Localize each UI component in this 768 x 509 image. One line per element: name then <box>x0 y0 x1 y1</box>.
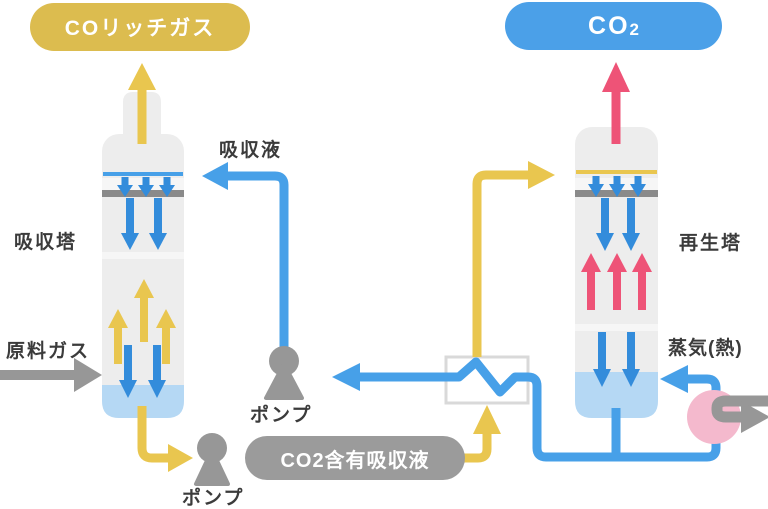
regenerator-band-mid <box>575 324 658 331</box>
regenerator-vapor-up-arrows <box>581 253 652 310</box>
absorber-liquid-down-arrows <box>117 177 175 398</box>
feed-gas-arrow <box>0 358 102 392</box>
co-rich-gas-pill: COリッチガス <box>30 3 250 51</box>
absorber-packing-bar <box>102 190 184 197</box>
exchanger-to-pump-arrow <box>332 363 446 391</box>
regenerator-distributor-line <box>576 170 657 174</box>
feed-gas-label: 原料ガス <box>6 341 91 362</box>
absorber-band-mid <box>102 252 184 259</box>
absorber-body <box>102 134 184 418</box>
rich-absorbent-to-exchanger-arrow <box>462 405 501 463</box>
regenerator-liquid-pool <box>575 372 658 418</box>
absorber-distributor-line <box>103 172 183 176</box>
pump-label-absorber: ポンプ <box>182 488 245 509</box>
co2-subscript: 2 <box>629 20 639 39</box>
regenerator-liquid-down-arrows <box>588 176 646 387</box>
absorbent-return-pipe <box>202 162 289 350</box>
pump-icon <box>264 346 304 400</box>
absorbent-label: 吸収液 <box>219 140 283 161</box>
regenerator-tower-label: 再生塔 <box>679 233 743 254</box>
co2-outlet-arrow <box>602 62 630 144</box>
steam-heat-label: 蒸気(熱) <box>668 338 743 359</box>
exchanger-to-regenerator-pipe <box>472 161 555 357</box>
pump-label-regen: ポンプ <box>250 405 313 426</box>
co2-rich-absorbent-label: CO2含有吸収液 <box>280 449 430 472</box>
co-rich-gas-outlet-arrow <box>128 63 156 144</box>
co-rich-gas-label: COリッチガス <box>64 17 216 40</box>
rich-absorbent-outlet-pipe <box>137 406 193 472</box>
co2-rich-absorbent-pill: CO2含有吸収液 <box>245 436 465 480</box>
reboiler-return-arrow <box>660 365 688 393</box>
pump-icon <box>194 433 230 486</box>
absorber-gas-up-arrows <box>108 279 176 364</box>
absorber-liquid-pool <box>102 385 184 418</box>
co2-label: CO <box>588 11 630 40</box>
absorber-tower-label: 吸収塔 <box>14 232 78 253</box>
lean-absorbent-loop-pipe <box>446 357 721 462</box>
steam-pipe <box>711 395 768 433</box>
